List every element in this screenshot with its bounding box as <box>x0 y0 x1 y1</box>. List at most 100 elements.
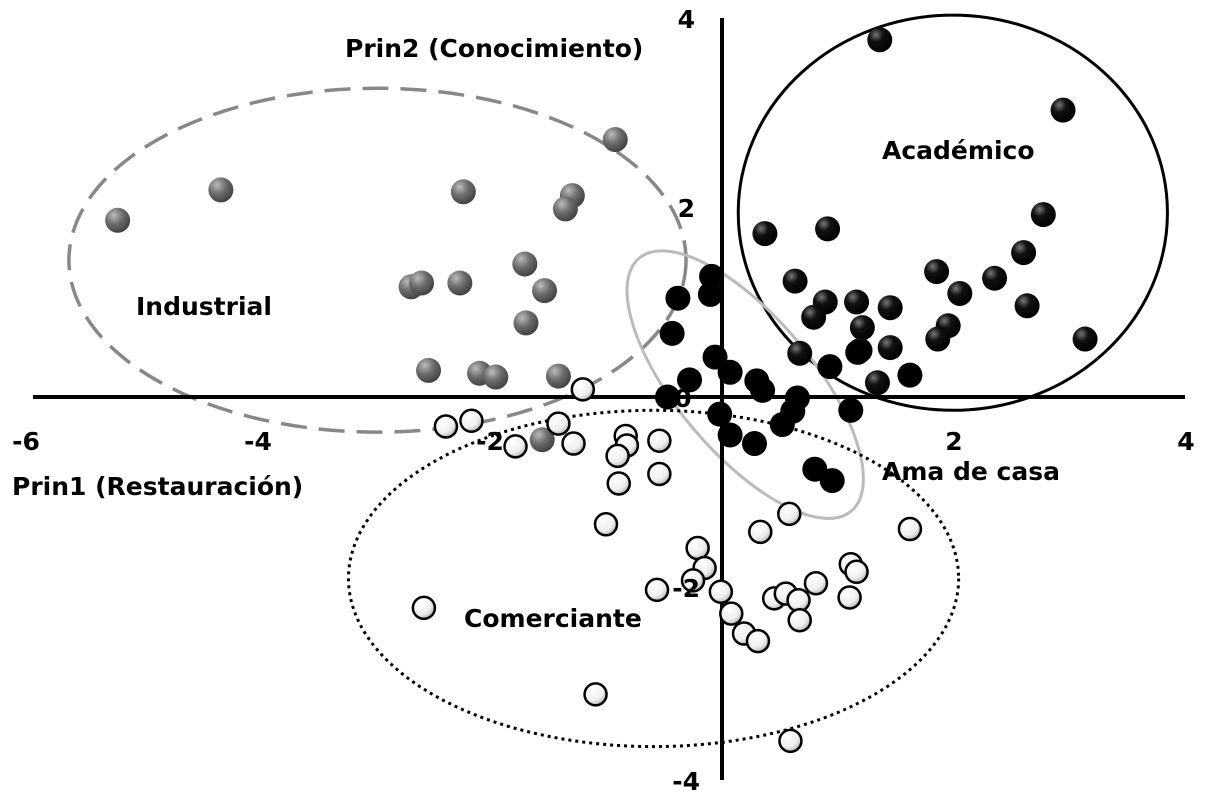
point-comerciante <box>606 471 632 496</box>
point-ama-de-casa <box>845 339 871 365</box>
point-comerciante <box>546 411 571 436</box>
point-academico <box>844 289 870 315</box>
point-comerciante <box>583 682 608 707</box>
point-industrial <box>208 177 234 203</box>
point-academico <box>1030 202 1056 228</box>
point-industrial <box>545 363 571 389</box>
point-industrial <box>513 310 539 336</box>
point-comerciante <box>803 570 829 596</box>
point-comerciante <box>844 559 869 585</box>
point-academico <box>787 340 813 366</box>
point-ama-de-casa <box>897 362 923 388</box>
point-industrial <box>483 364 509 390</box>
point-academico <box>867 27 893 53</box>
point-comerciante <box>647 428 672 453</box>
point-ama-de-casa <box>707 401 733 427</box>
point-ama-de-casa <box>784 385 810 411</box>
enclosure-industrial <box>67 86 688 434</box>
y-tick-label: -4 <box>672 767 700 796</box>
point-ama-de-casa <box>717 359 743 385</box>
point-comerciante <box>433 414 459 439</box>
point-comerciante <box>593 512 619 537</box>
point-industrial <box>552 196 578 222</box>
y-tick-label: -2 <box>672 574 700 603</box>
point-ama-de-casa <box>838 397 864 423</box>
point-academico <box>924 259 950 285</box>
enclosure-comerciante <box>346 408 961 749</box>
point-ama-de-casa <box>819 468 845 494</box>
point-industrial <box>529 427 555 453</box>
point-ama-de-casa <box>665 285 691 311</box>
point-ama-de-casa <box>654 384 680 410</box>
point-academico <box>877 295 903 321</box>
point-industrial <box>105 207 131 233</box>
x-tick-label: -2 <box>476 427 504 456</box>
point-ama-de-casa <box>769 412 795 438</box>
point-comerciante <box>897 516 923 542</box>
point-ama-de-casa <box>741 431 767 457</box>
data-points <box>105 27 1098 754</box>
cluster-label-academico: Académico <box>882 136 1035 165</box>
point-ama-de-casa <box>699 263 725 289</box>
x-tick-label: 2 <box>945 427 962 456</box>
point-comerciante <box>777 501 802 527</box>
point-comerciante <box>787 608 812 633</box>
point-comerciante <box>644 577 670 603</box>
point-academico <box>1050 97 1076 123</box>
point-academico <box>1014 293 1040 319</box>
x-tick-label: 0 <box>674 384 691 413</box>
point-comerciante <box>605 443 630 469</box>
point-industrial <box>447 270 473 296</box>
enclosure-ama-de-casa <box>625 249 865 520</box>
point-academico <box>947 280 973 306</box>
point-comerciante <box>561 431 586 456</box>
point-comerciante <box>685 535 710 561</box>
point-industrial <box>512 251 538 277</box>
point-ama-de-casa <box>717 422 743 448</box>
cluster-label-comerciante: Comerciante <box>464 604 642 633</box>
point-comerciante <box>778 728 803 754</box>
point-academico <box>752 221 778 247</box>
point-comerciante <box>647 461 672 487</box>
point-industrial <box>450 179 476 205</box>
point-industrial <box>409 270 435 296</box>
point-comerciante <box>719 601 744 626</box>
cluster-label-ama-de-casa: Ama de casa <box>882 457 1060 486</box>
point-ama-de-casa <box>697 281 723 307</box>
point-industrial <box>416 357 442 383</box>
point-comerciante <box>570 377 596 402</box>
point-comerciante <box>680 568 706 593</box>
point-ama-de-casa <box>702 344 728 370</box>
point-comerciante <box>411 595 437 621</box>
point-industrial <box>602 127 628 153</box>
point-academico <box>982 265 1008 291</box>
cluster-enclosures <box>67 13 1169 749</box>
point-comerciante <box>459 408 484 433</box>
enclosure-academico <box>736 13 1169 412</box>
point-academico <box>849 315 875 341</box>
point-academico <box>925 326 951 352</box>
point-ama-de-casa <box>677 367 703 393</box>
point-academico <box>815 216 841 242</box>
point-academico <box>801 304 827 330</box>
tick-labels: -6 -4 -2 0 2 4 4 2 -2 -4 <box>12 5 1195 796</box>
x-tick-label: 4 <box>1177 427 1194 456</box>
y-axis-title: Prin2 (Conocimiento) <box>345 34 643 63</box>
x-tick-label: -4 <box>244 427 272 456</box>
x-tick-label: -6 <box>12 427 40 456</box>
point-comerciante <box>748 519 773 545</box>
point-comerciante <box>745 628 771 654</box>
y-tick-label: 2 <box>678 194 695 223</box>
point-academico <box>864 370 890 396</box>
point-ama-de-casa <box>659 320 685 346</box>
point-comerciante <box>708 579 734 604</box>
point-comerciante <box>503 434 528 459</box>
x-axis-title: Prin1 (Restauración) <box>12 472 303 501</box>
point-comerciante <box>786 588 811 613</box>
point-academico <box>877 335 903 361</box>
point-industrial <box>532 278 558 304</box>
point-academico <box>782 268 808 294</box>
point-ama-de-casa <box>750 377 776 403</box>
y-tick-label: 4 <box>678 5 695 34</box>
